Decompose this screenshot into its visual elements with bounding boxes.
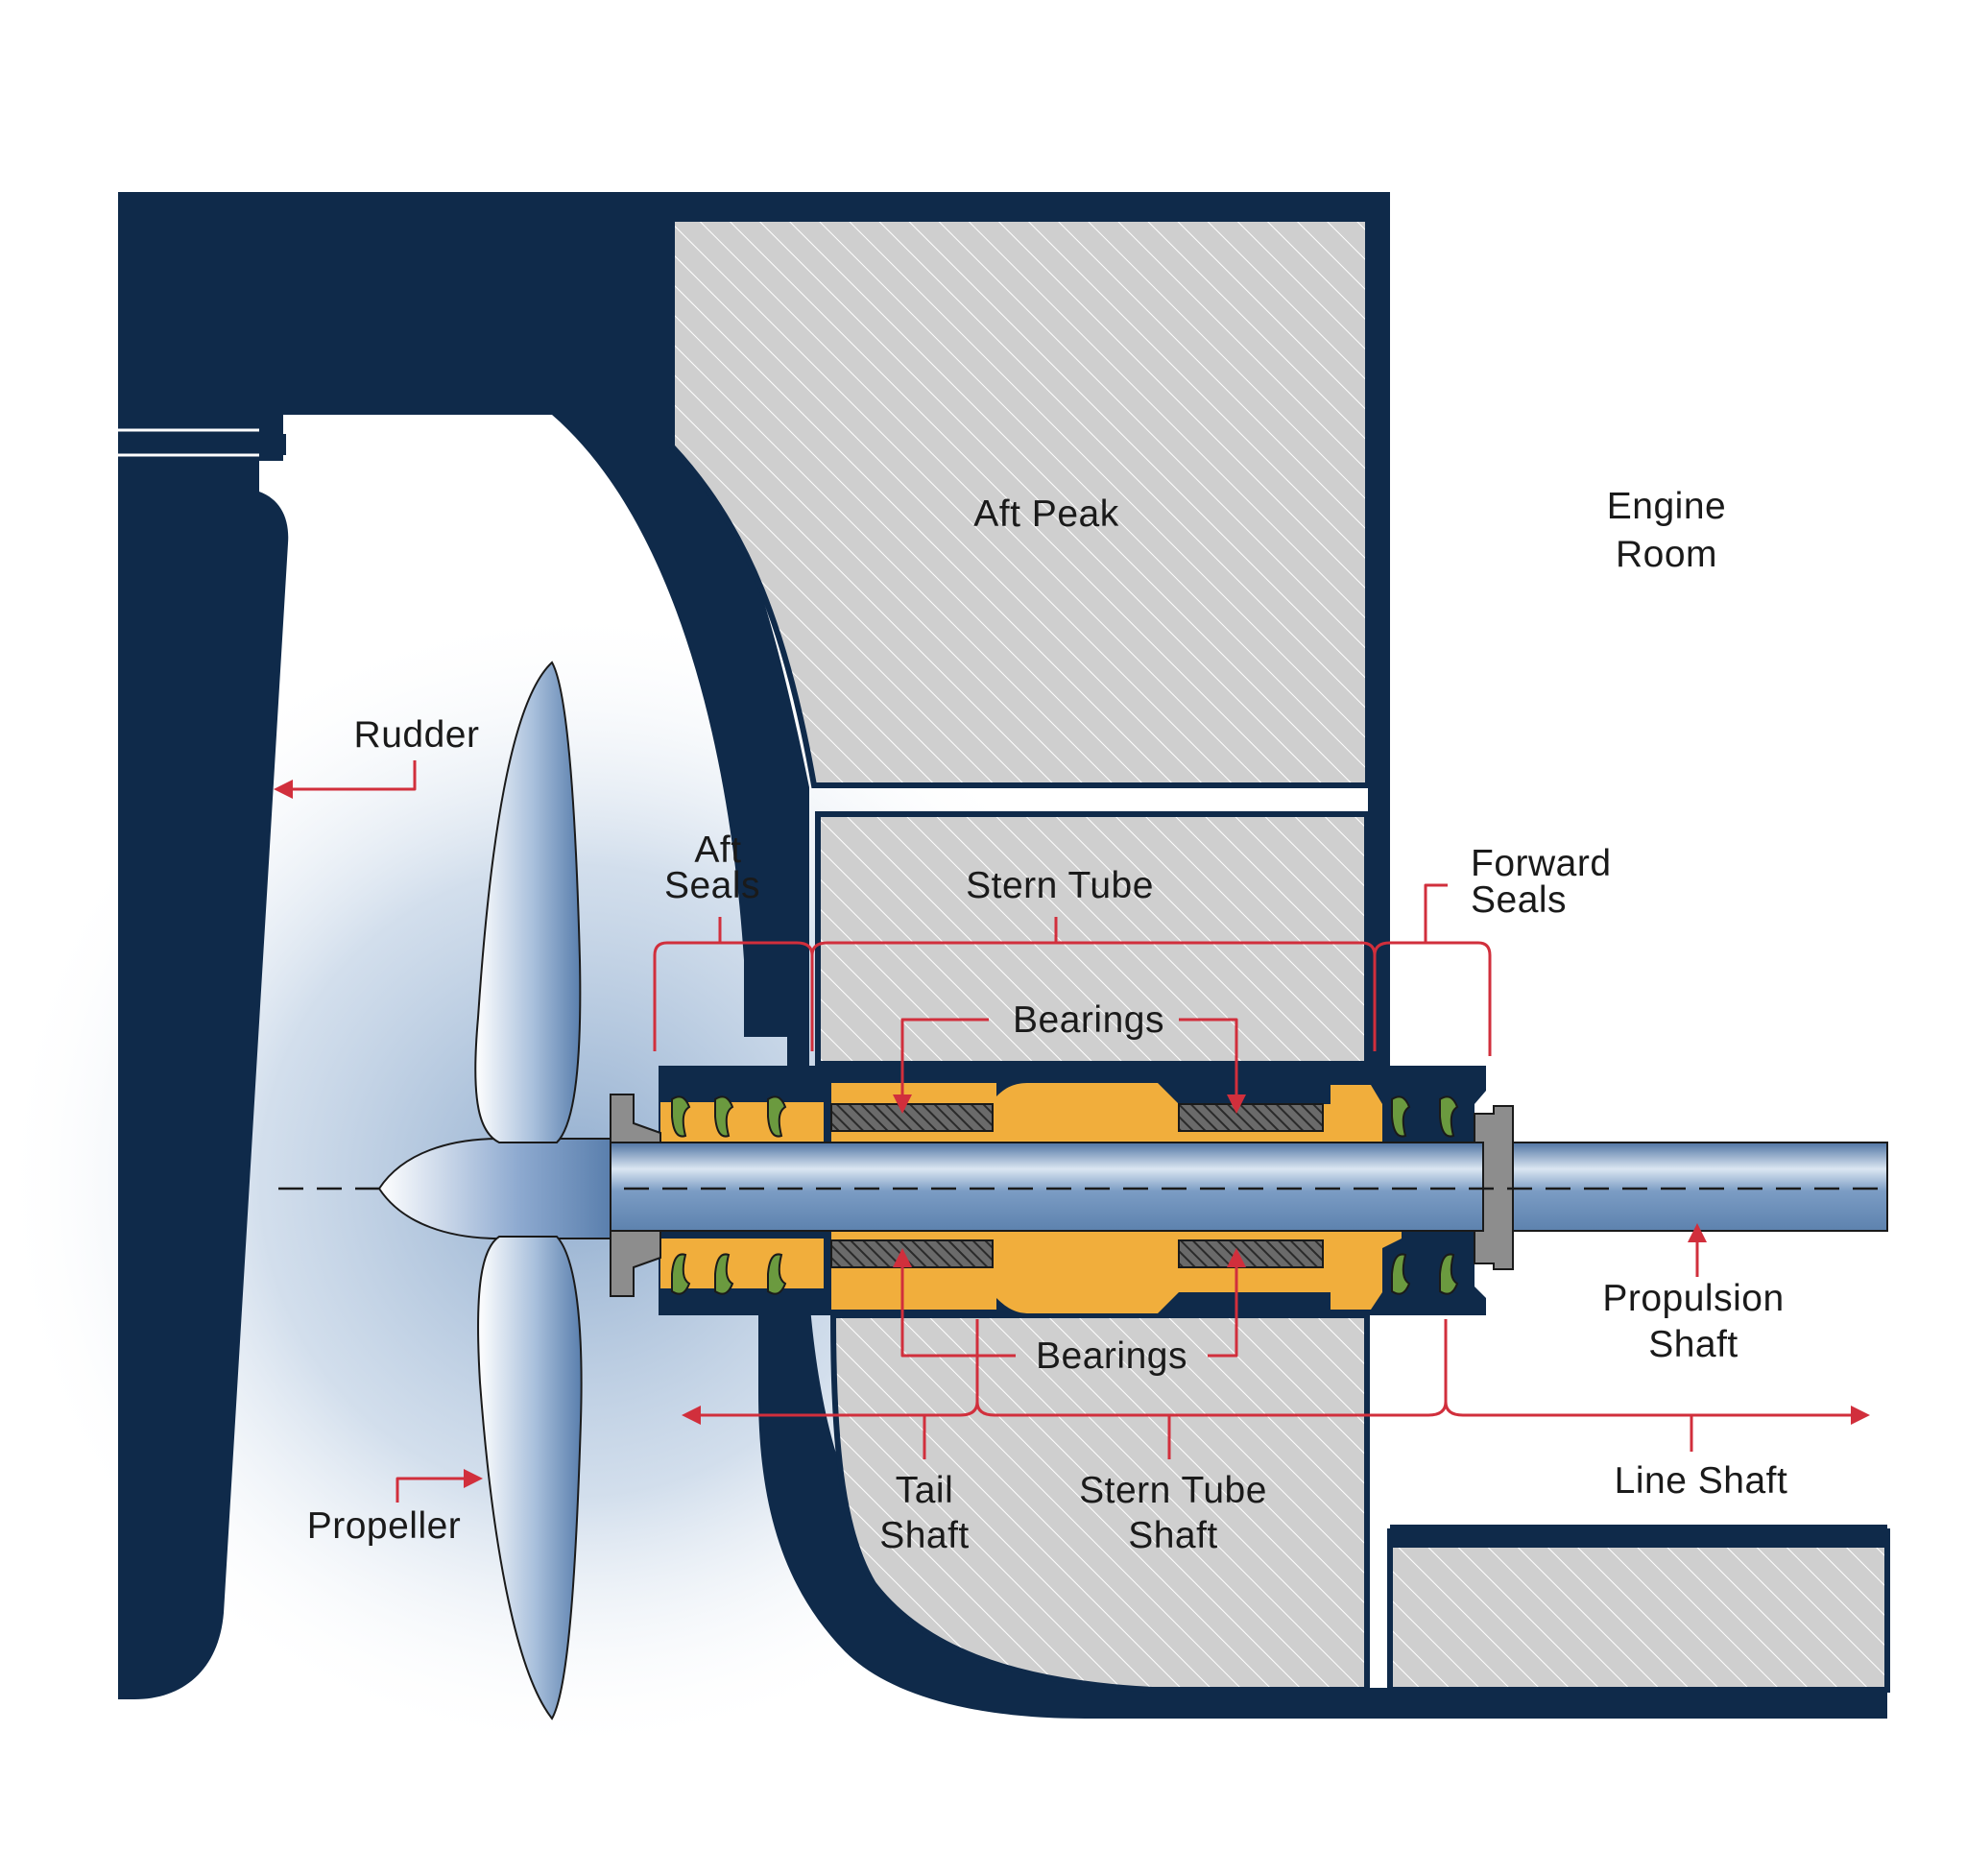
bearings-top-arrow-left <box>893 1094 912 1114</box>
forward-seal-ring-2 <box>1439 1095 1459 1138</box>
propeller-hub <box>377 1138 611 1239</box>
propulsion-shaft-label-line1: Propulsion <box>1602 1278 1784 1319</box>
rudder-leader <box>293 760 417 791</box>
propulsion-shaft-arrowhead <box>1688 1223 1707 1242</box>
bearings-top-label: Bearings <box>1013 999 1164 1041</box>
aft-bushing-lower-2 <box>1178 1239 1324 1268</box>
propeller-arrowhead <box>464 1469 483 1488</box>
bearings-bottom-label: Bearings <box>1036 1335 1187 1377</box>
forward-bushing-upper <box>830 1103 994 1132</box>
rudder-label: Rudder <box>354 714 480 756</box>
rudder-arrowhead <box>274 780 293 799</box>
propeller-label: Propeller <box>307 1505 462 1547</box>
aft-seal-ring-4 <box>671 1253 691 1295</box>
propeller-leader <box>396 1477 466 1503</box>
forward-seals-label-line2: Seals <box>1471 879 1567 921</box>
stern-tube-upper-compartment <box>815 811 1370 1067</box>
aft-bushing-lower <box>830 1239 994 1268</box>
bearings-top-arrow-right <box>1227 1094 1246 1114</box>
aft-seals-label-line2: Seals <box>664 865 760 906</box>
forward-seal-ring-1 <box>1391 1095 1411 1138</box>
forward-seals-bracket <box>1373 883 1492 1056</box>
bearings-bottom-arrow-left <box>893 1248 912 1267</box>
leader-lines <box>274 760 1870 1503</box>
aft-seal-ring-3 <box>767 1095 787 1138</box>
stern-tube-shaft-label-line1: Stern Tube <box>1079 1470 1267 1511</box>
propeller-blade-lower <box>477 1236 583 1720</box>
aft-seal-rings <box>671 1095 787 1295</box>
engine-room-floor <box>1390 1525 1887 1548</box>
forward-seal-rings <box>1391 1095 1459 1295</box>
forward-seals-label-line1: Forward <box>1471 843 1612 884</box>
aft-peak-label: Aft Peak <box>973 493 1118 535</box>
aft-seal-ring-1 <box>671 1095 691 1138</box>
aft-seals-label-line1: Aft <box>694 830 741 871</box>
rudder <box>118 413 289 1699</box>
aft-peak-compartment <box>669 216 1371 788</box>
forward-seal-ring-3 <box>1391 1253 1411 1295</box>
shaft-extent-line <box>699 1319 1851 1417</box>
lower-aft-compartment <box>829 1312 1370 1693</box>
hull-stern-frame <box>118 192 1887 1719</box>
stern-tube-label: Stern Tube <box>966 865 1154 906</box>
forward-bushing-upper-2 <box>1178 1103 1324 1132</box>
aft-seal-carrier-lower <box>660 1239 824 1288</box>
shaft-extent-arrow-right <box>1851 1406 1870 1425</box>
bearings-bottom-arrow-right <box>1227 1248 1246 1267</box>
aft-seal-ring-5 <box>714 1253 734 1295</box>
propulsion-shaft-body <box>1512 1142 1888 1232</box>
shaft-extent-arrow-left <box>682 1406 701 1425</box>
forward-seal-ring-4 <box>1439 1253 1459 1295</box>
line-shaft-label: Line Shaft <box>1615 1460 1788 1502</box>
tail-shaft-body <box>599 1142 1484 1232</box>
tail-shaft-label-line2: Shaft <box>879 1515 970 1556</box>
engine-room-label-line1: Engine <box>1607 486 1726 527</box>
aft-seal-ring-6 <box>767 1253 787 1295</box>
tail-shaft-label-line1: Tail <box>896 1470 954 1511</box>
stern-tube-shaft-label-line2: Shaft <box>1128 1515 1218 1556</box>
engine-room-bottom-tank <box>1387 1528 1890 1693</box>
propulsion-shaft-label-line2: Shaft <box>1648 1324 1738 1365</box>
propeller-blade-upper <box>474 661 582 1143</box>
engine-room-label-line2: Room <box>1616 534 1717 575</box>
aft-seal-ring-2 <box>714 1095 734 1138</box>
bearings-top-leader <box>900 1018 1238 1094</box>
